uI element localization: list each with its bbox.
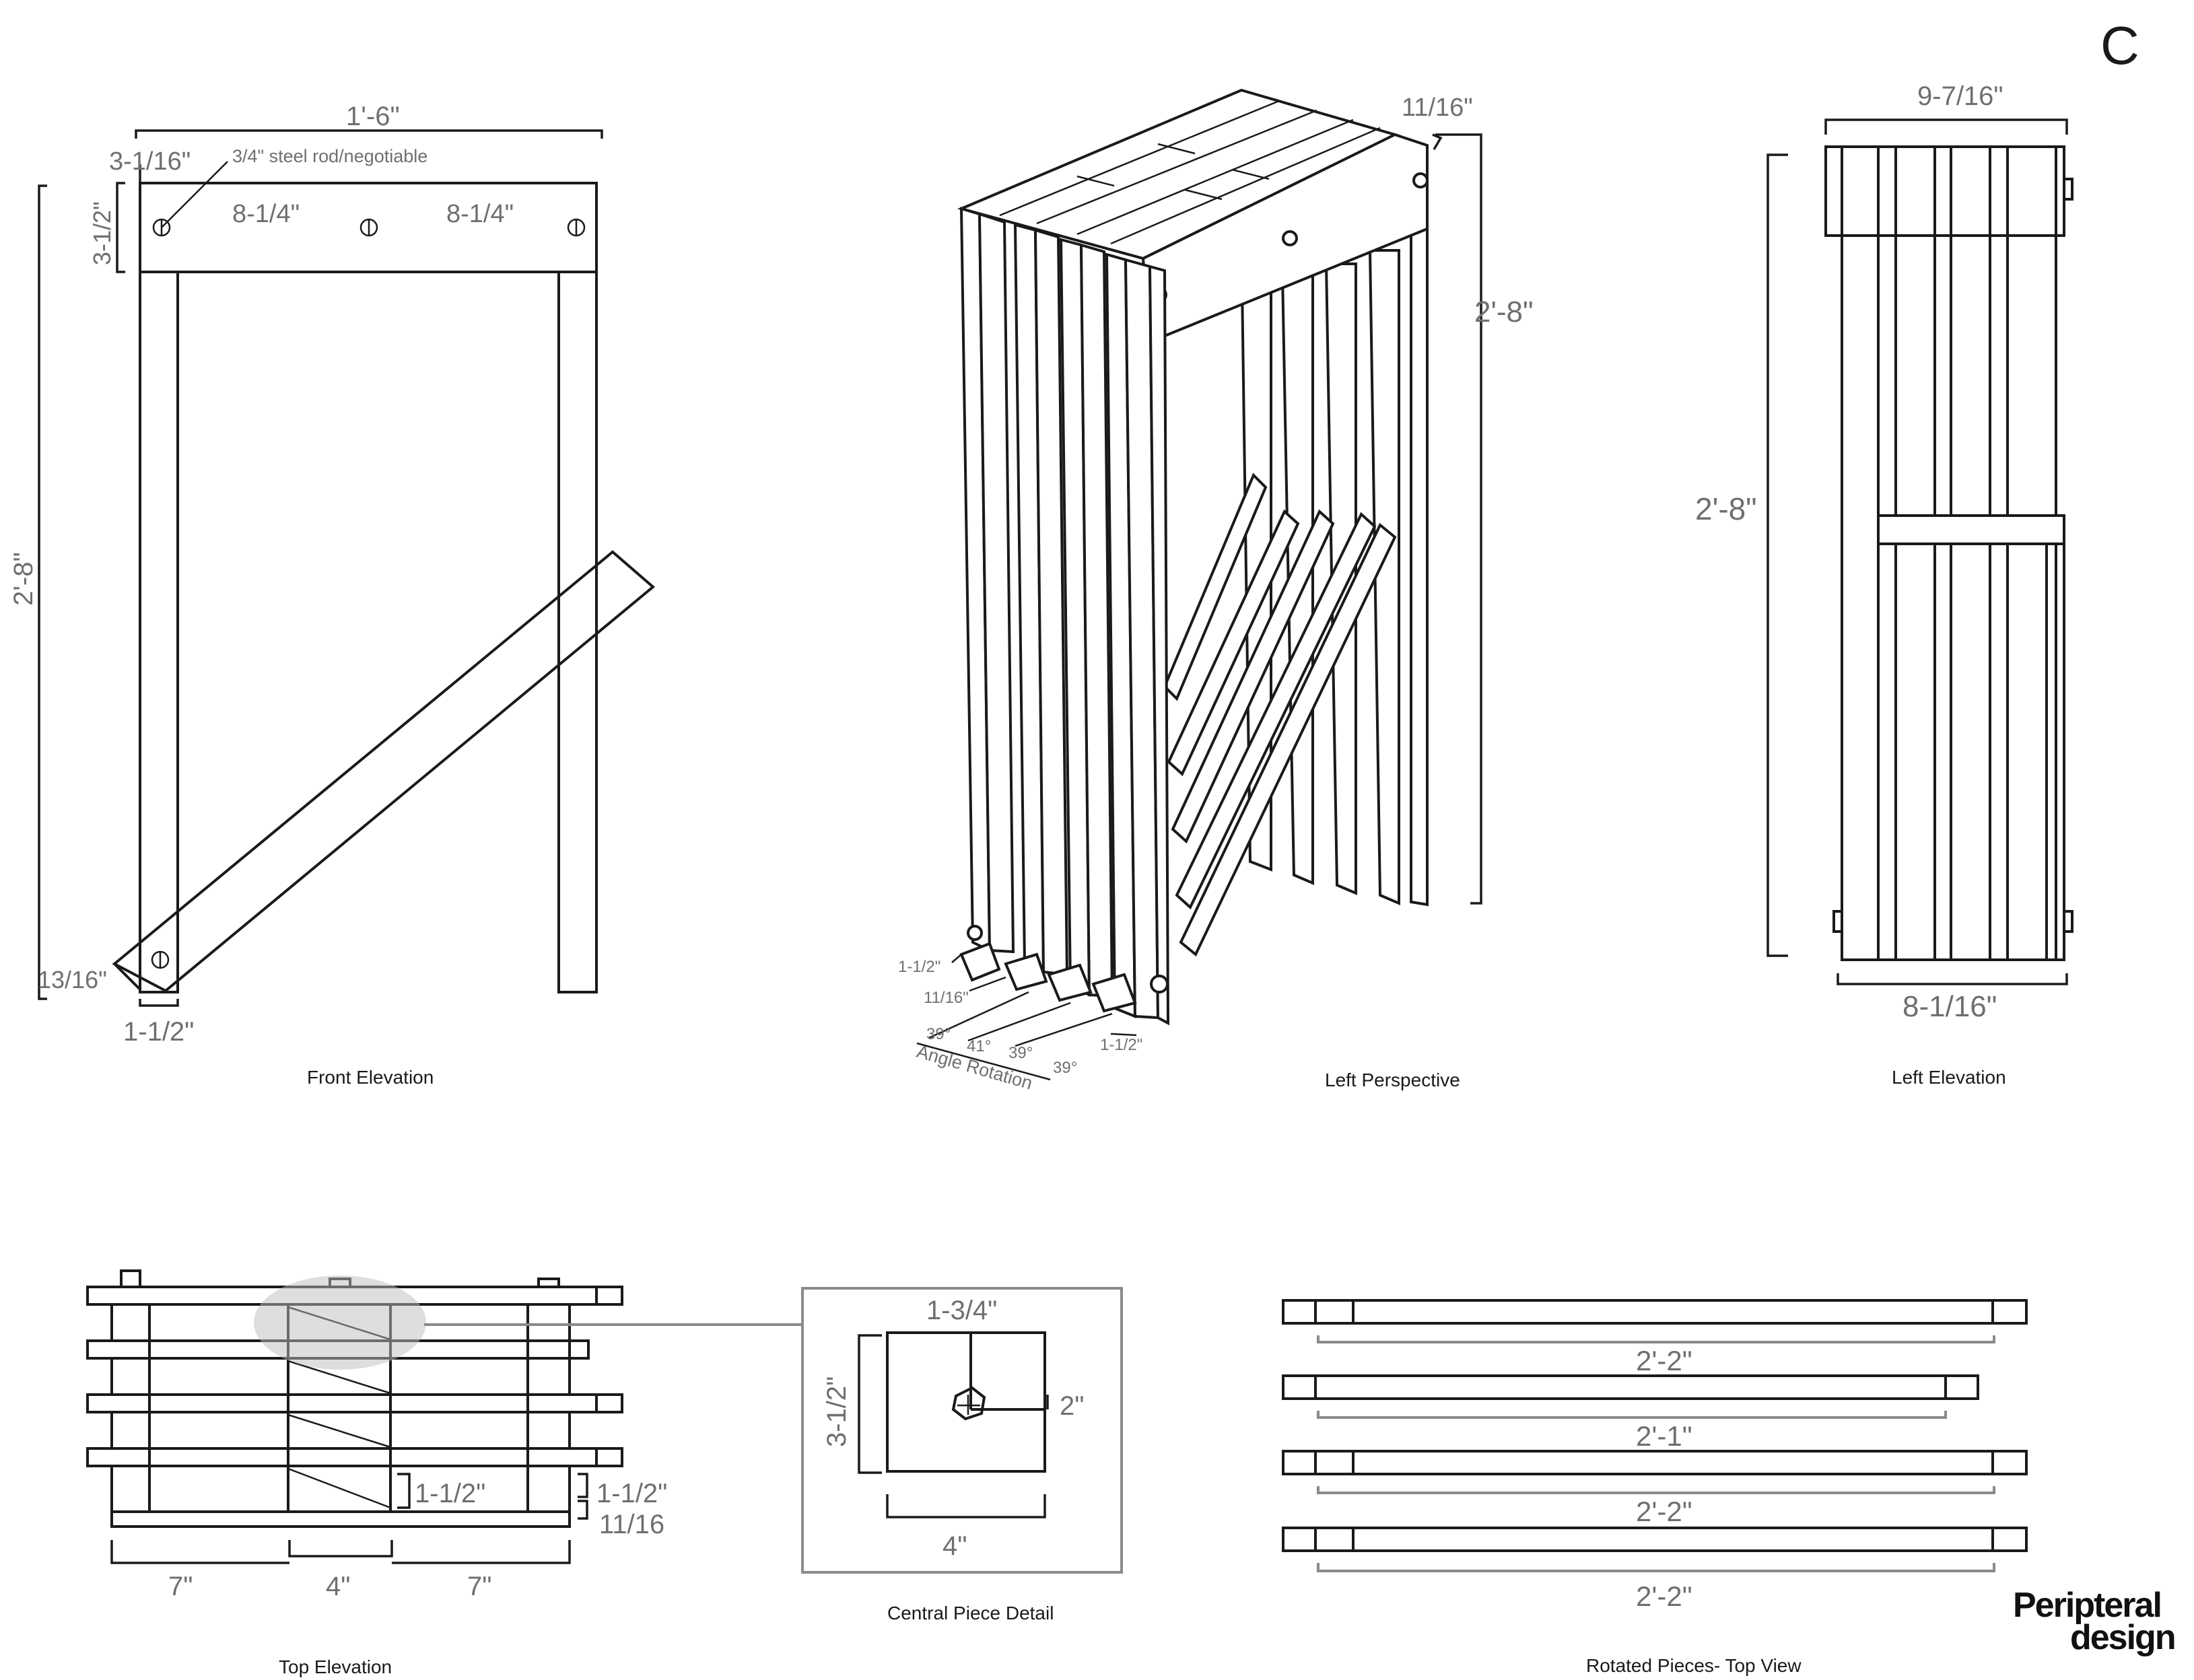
top-edge-width-label: 1-1/2": [596, 1479, 667, 1508]
rotated-caption: Rotated Pieces- Top View: [1586, 1655, 1802, 1676]
perspective-top-thickness-label: 11/16": [1402, 94, 1473, 122]
front-leg-width-label: 1-1/2": [123, 1017, 194, 1047]
left-perspective: 11/16" 2'-8" 1-1/2" 11/16" 39° 41° 39° 3…: [898, 88, 1534, 1094]
front-height-label: 2'-8": [9, 552, 38, 606]
rotated-length-4: 2'-2": [1636, 1580, 1692, 1612]
front-rail-height-label: 3-1/2": [88, 201, 116, 265]
sheet-letter: C: [2100, 15, 2139, 75]
central-piece-detail: 1-3/4" 3-1/2" 2" 4" Central Piece Detail: [801, 1287, 1123, 1623]
top-edge-gap-label: 11/16: [599, 1510, 664, 1539]
left-caption: Left Elevation: [1892, 1067, 2006, 1088]
perspective-angle-1: 39°: [926, 1025, 951, 1043]
detail-rod-height-label: 2": [1060, 1391, 1084, 1421]
brand-line-1: Peripteral: [2013, 1586, 2161, 1625]
perspective-angle-2: 41°: [967, 1037, 991, 1055]
left-elevation: 9-7/16" 2'-8" 8-1/16" Left Elevation: [1695, 81, 2073, 1088]
rotated-pieces: 2'-2" 2'-1" 2'-2" 2'-2" Rotated Pieces- …: [1282, 1299, 2028, 1676]
perspective-bar-width-label: 1-1/2": [898, 958, 940, 976]
perspective-bar-gap-label: 11/16": [924, 989, 969, 1007]
perspective-angle-4: 39°: [1053, 1059, 1077, 1077]
left-bottom-width-label: 8-1/16": [1902, 990, 1997, 1023]
perspective-caption: Left Perspective: [1325, 1070, 1460, 1090]
rotated-length-1: 2'-2": [1636, 1345, 1692, 1376]
top-seg-left-label: 7": [168, 1572, 193, 1601]
perspective-right-bar-width-label: 1-1/2": [1100, 1036, 1142, 1054]
front-spacing-left-label: 8-1/4": [232, 200, 300, 228]
top-seg-mid-label: 4": [326, 1572, 350, 1601]
rotated-length-3: 2'-2": [1636, 1496, 1692, 1527]
perspective-height-label: 2'-8": [1474, 295, 1534, 328]
front-pivot-offset-label: 13/16": [38, 966, 107, 993]
top-seg-right-label: 7": [467, 1572, 491, 1601]
left-height-label: 2'-8": [1695, 491, 1757, 526]
top-caption: Top Elevation: [279, 1656, 392, 1677]
detail-height-label: 3-1/2": [822, 1376, 852, 1447]
front-rod-note: 3/4" steel rod/negotiable: [232, 146, 427, 166]
detail-caption: Central Piece Detail: [887, 1603, 1054, 1623]
brand-line-2: design: [2070, 1618, 2175, 1657]
front-width-label: 1'-6": [346, 102, 400, 131]
perspective-angle-3: 39°: [1008, 1044, 1033, 1062]
front-spacing-right-label: 8-1/4": [446, 200, 514, 228]
top-slat-width-label: 1-1/2": [415, 1479, 485, 1508]
detail-rod-offset-label: 1-3/4": [926, 1296, 997, 1325]
top-elevation: 1-1/2" 1-1/2" 11/16 7" 4" 7" Top Elevati…: [86, 1269, 802, 1677]
rotated-length-2: 2'-1": [1636, 1420, 1692, 1452]
left-top-width-label: 9-7/16": [1917, 81, 2003, 111]
detail-width-label: 4": [942, 1531, 967, 1561]
front-top-offset-label: 3-1/16": [109, 147, 191, 176]
front-caption: Front Elevation: [307, 1067, 434, 1088]
front-elevation: 1'-6" 3-1/16" 3/4" steel rod/negotiable …: [9, 102, 656, 1088]
